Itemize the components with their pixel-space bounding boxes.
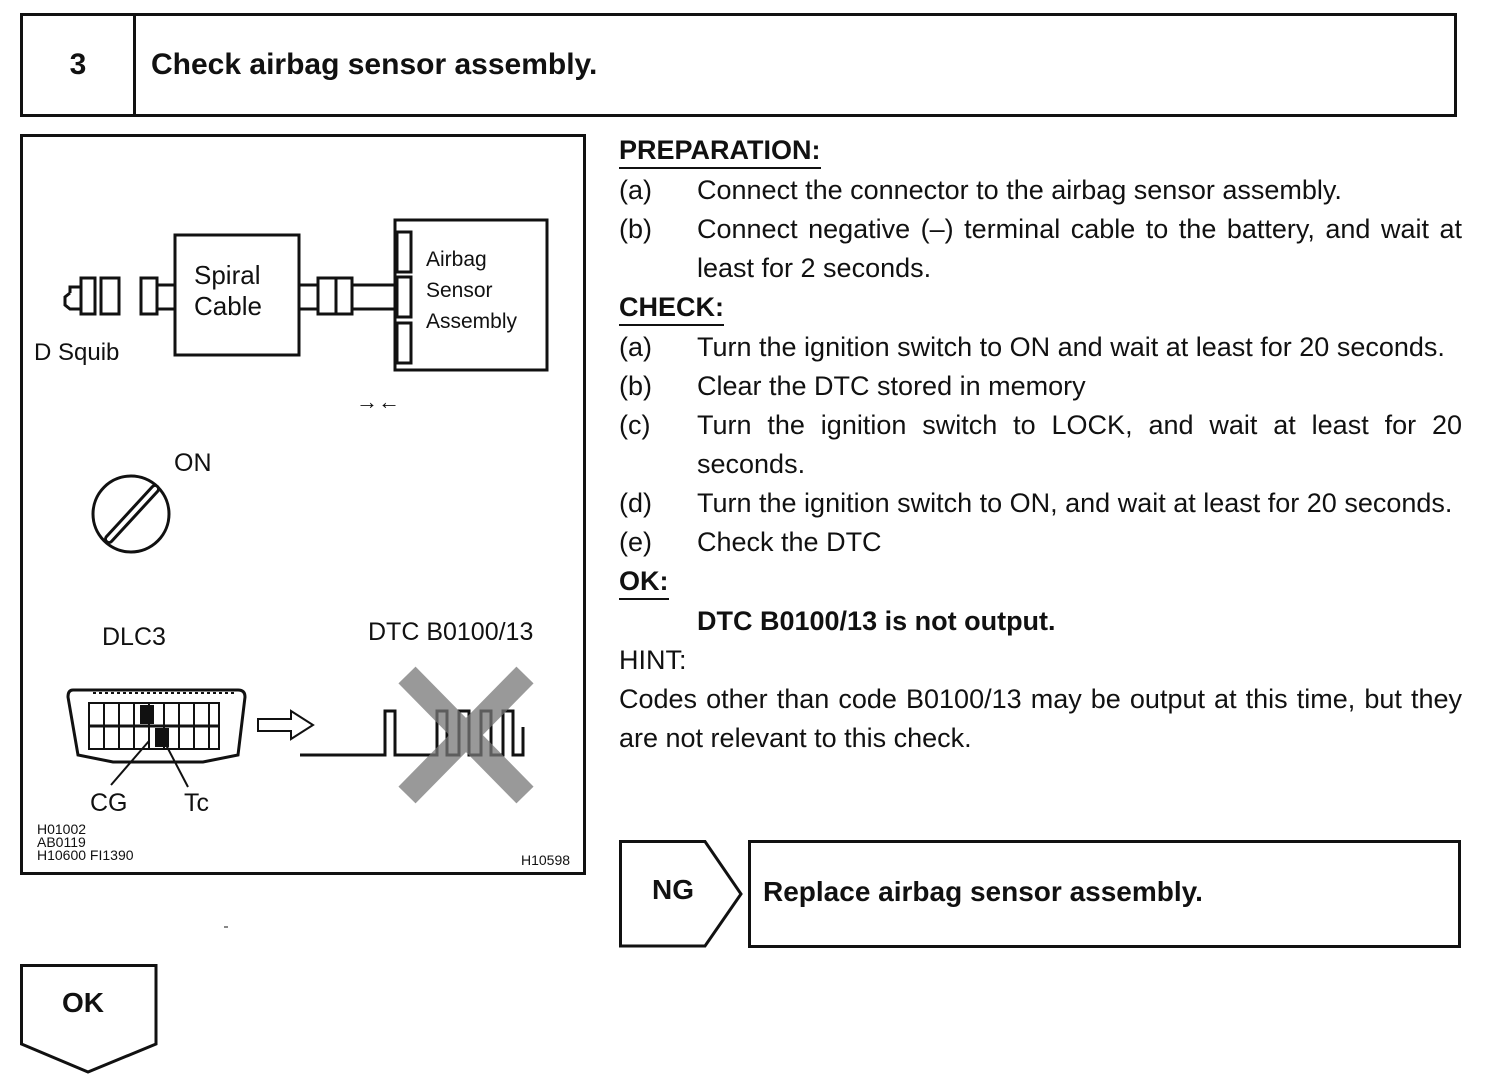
ng-arrow-icon — [619, 840, 743, 948]
airbag-sensor-label: Airbag Sensor Assembly — [426, 248, 518, 333]
hint-text: Codes other than code B0100/13 may be ou… — [619, 684, 1462, 753]
d-squib-label: D Squib — [34, 339, 120, 366]
wiring-illustration: Spiral Cable Airbag Sensor Assembly D Sq… — [20, 134, 586, 875]
list-item: (d) Turn the ignition switch to ON, and … — [619, 488, 1453, 518]
step-title: Check airbag sensor assembly. — [151, 48, 598, 81]
list-item: (a) Connect the connector to the airbag … — [619, 175, 1342, 205]
step-header: 3 Check airbag sensor assembly. — [20, 13, 1457, 117]
list-item: (c) Turn the ignition switch to LOCK, an… — [619, 410, 1462, 479]
spiral-cable-box — [173, 233, 301, 357]
ng-label: NG — [652, 874, 694, 905]
hint-heading: HINT: — [619, 645, 687, 675]
list-item: (b) Connect negative (–) terminal cable … — [619, 214, 1462, 283]
ignition-on-label: ON — [174, 449, 212, 477]
ok-result: DTC B0100/13 is not output. — [697, 606, 1056, 636]
procedure-text: PREPARATION: (a) Connect the connector t… — [619, 131, 1462, 758]
not-output-x-mark — [398, 666, 534, 804]
dlc3-label: DLC3 — [102, 623, 166, 651]
arrows-glyph: →← — [356, 389, 400, 414]
scan-speck — [224, 926, 228, 928]
step-number: 3 — [23, 16, 136, 114]
figure-codes: H01002 AB0119 H10600 FI1390 — [37, 821, 134, 863]
dlc3-connector-icon — [66, 688, 247, 764]
airbag-sensor-box — [393, 218, 549, 372]
ignition-switch-icon — [91, 474, 171, 554]
output-arrow-icon — [257, 709, 315, 741]
list-item: (b) Clear the DTC stored in memory — [619, 371, 1086, 401]
preparation-heading: PREPARATION: — [619, 133, 821, 169]
list-item: (a) Turn the ignition switch to ON and w… — [619, 332, 1445, 362]
cg-label: CG — [90, 789, 128, 817]
ok-heading: OK: — [619, 564, 669, 600]
ok-flow-label: OK — [62, 987, 104, 1018]
list-item: (e) Check the DTC — [619, 527, 882, 557]
squib-connector-icon — [63, 285, 83, 311]
ok-arrow-icon — [20, 964, 158, 1074]
illustration-drawing — [63, 218, 549, 804]
figure-code-right: H10598 — [521, 852, 571, 868]
tc-label: Tc — [184, 789, 209, 817]
dtc-label: DTC B0100/13 — [368, 618, 534, 646]
check-heading: CHECK: — [619, 290, 724, 326]
spiral-cable-label: Spiral Cable — [194, 260, 262, 321]
ng-action-box — [748, 840, 1461, 948]
ng-action-text: Replace airbag sensor assembly. — [763, 876, 1203, 907]
